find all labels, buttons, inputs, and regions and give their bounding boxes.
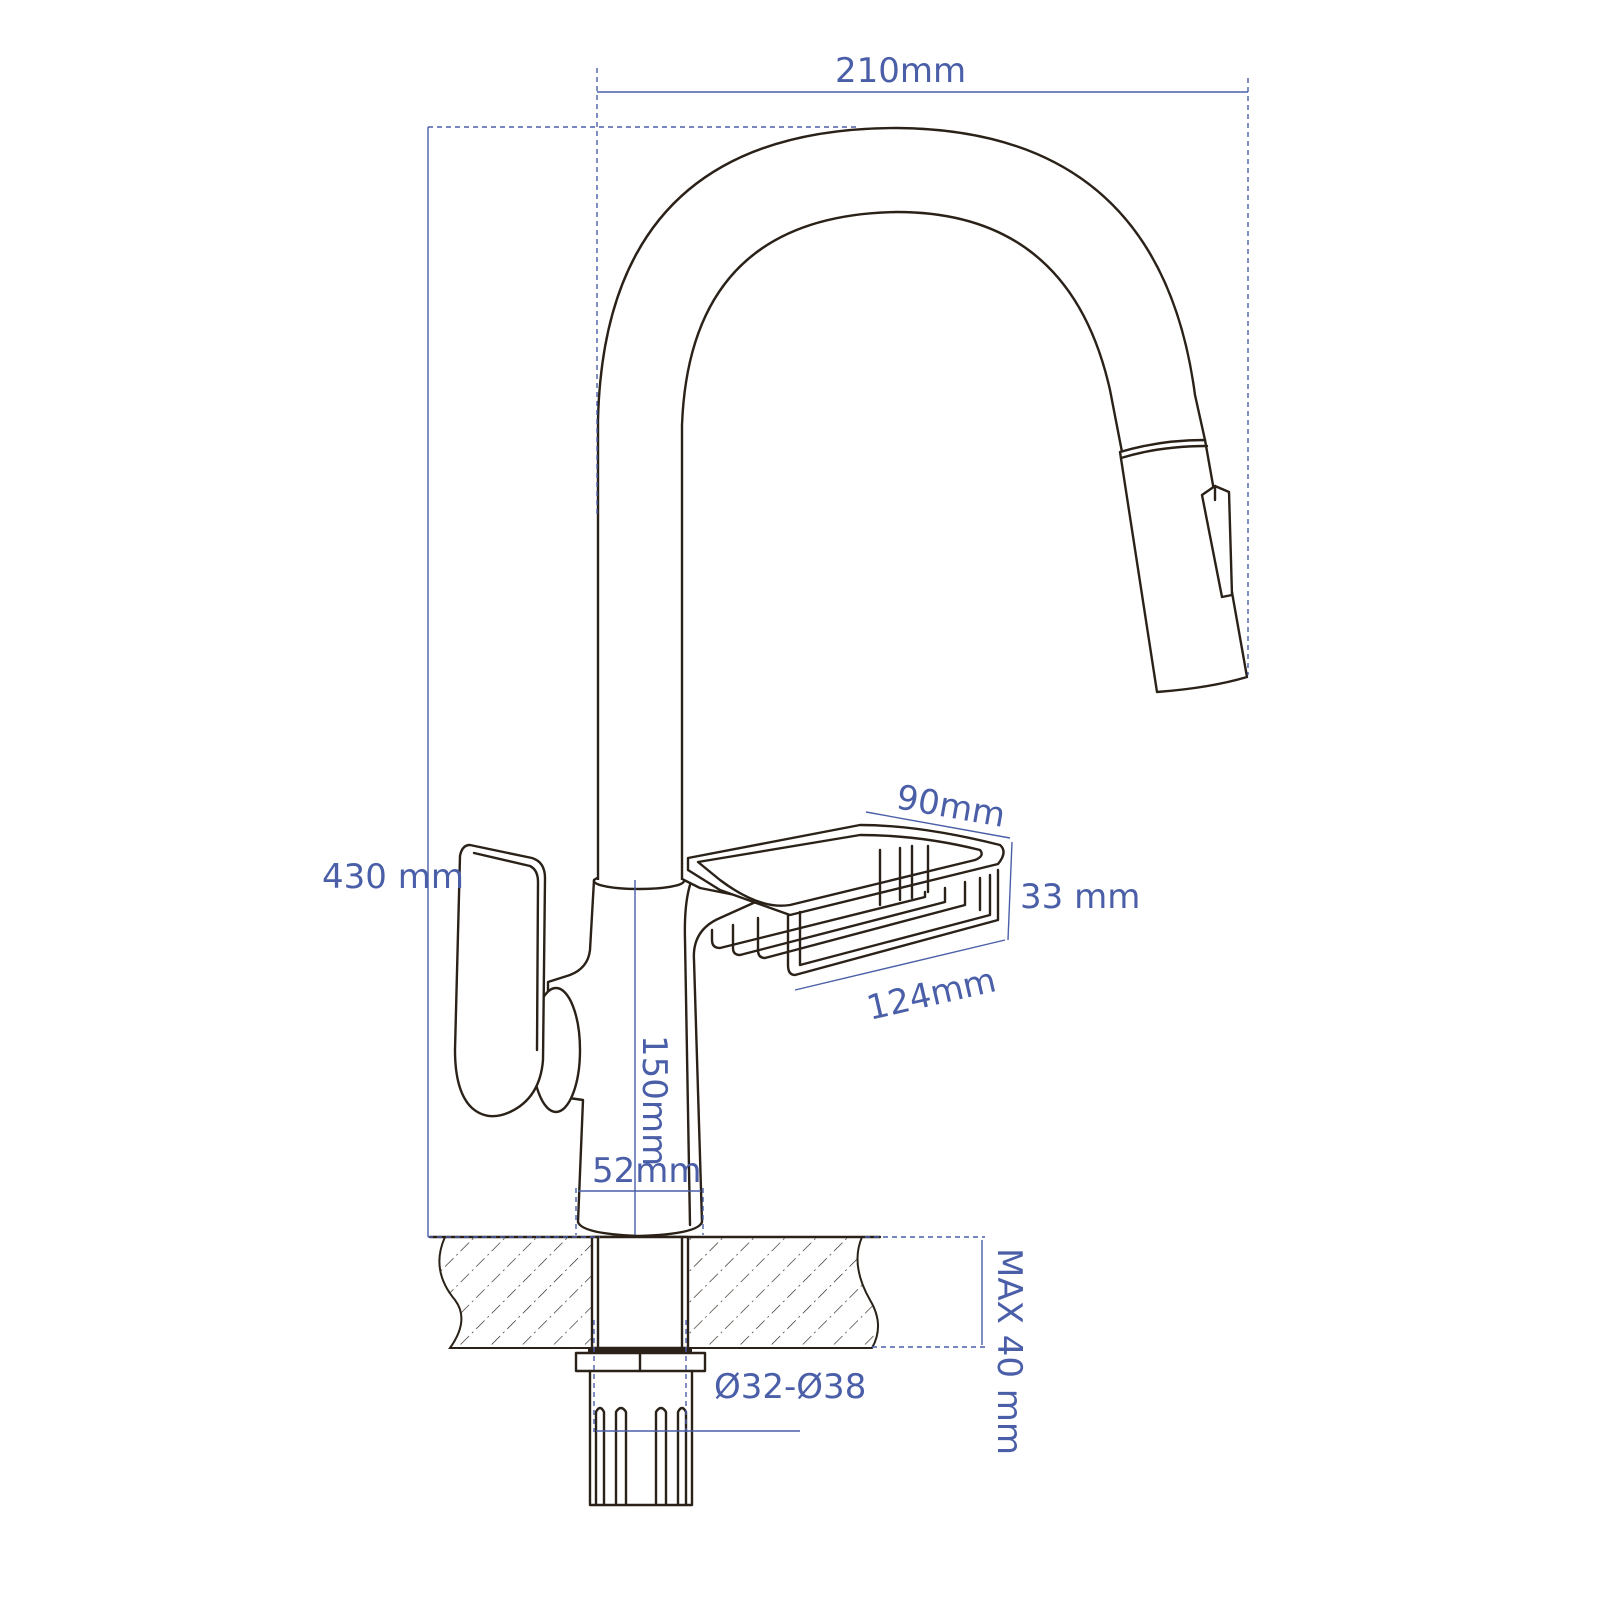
body-height-label: 150mm	[634, 1035, 674, 1166]
total-height-label: 430 mm	[322, 857, 464, 897]
mounting-shank	[574, 1235, 707, 1507]
basket-height-label: 33 mm	[1020, 877, 1140, 917]
lever-handle	[453, 843, 582, 1118]
spout-reach-label: 210mm	[835, 51, 966, 91]
soap-basket	[686, 823, 1005, 977]
dimension-lines	[427, 68, 1249, 1432]
spout	[596, 126, 1249, 880]
hole-diameter-label: Ø32-Ø38	[714, 1367, 866, 1407]
spray-toggle-button	[1200, 484, 1234, 599]
basket-length-label: 124mm	[863, 960, 1000, 1028]
max-deck-thickness-label: MAX 40 mm	[989, 1248, 1029, 1455]
base-diameter-label: 52mm	[592, 1151, 702, 1191]
